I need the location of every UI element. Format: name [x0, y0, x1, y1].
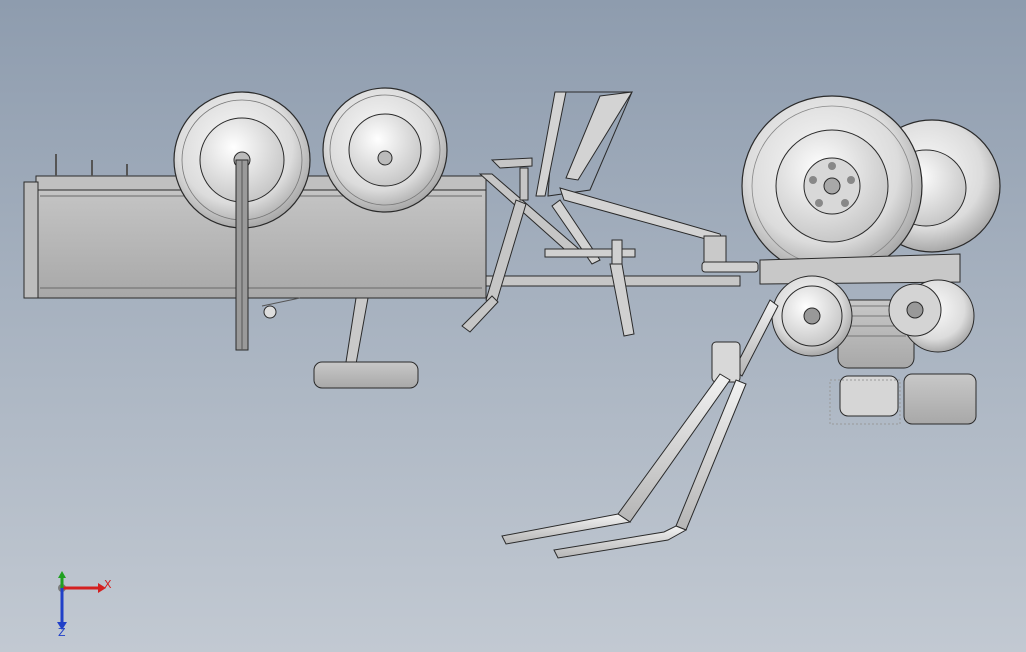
- frame-strut-lower: [485, 199, 527, 305]
- tow-handle[interactable]: [501, 299, 779, 559]
- trailer-wheel-right[interactable]: [322, 87, 448, 213]
- crank-handle[interactable]: [544, 239, 759, 337]
- z-axis-label: Z: [58, 626, 66, 639]
- tow-handle-pivot-arm: [733, 299, 779, 377]
- fuel-tank-left: [839, 375, 899, 417]
- axle-rod[interactable]: [235, 159, 249, 351]
- bed-stakes: [55, 154, 128, 176]
- jack-stand[interactable]: [261, 297, 419, 389]
- trailer-tailgate: [23, 181, 39, 299]
- jack-foot-plate: [313, 361, 419, 389]
- rear-wheel-front[interactable]: [741, 95, 923, 277]
- lug-nuts: [809, 162, 855, 207]
- small-pulley-wheel[interactable]: [771, 275, 853, 357]
- fuel-tanks[interactable]: [829, 373, 977, 425]
- steering-linkage[interactable]: [535, 91, 727, 265]
- fuel-tank-right: [903, 373, 977, 425]
- orientation-triad: X Z: [57, 571, 112, 639]
- x-axis-label: X: [104, 578, 112, 591]
- tow-handle-bracket: [711, 341, 741, 383]
- drawbar-frame[interactable]: [461, 157, 741, 333]
